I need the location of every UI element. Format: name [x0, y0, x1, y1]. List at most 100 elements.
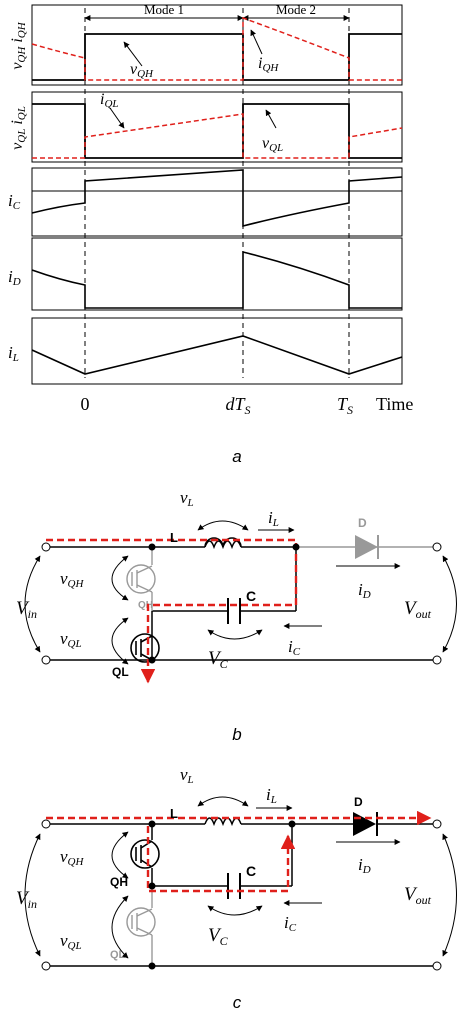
row1-axis-label: vQH iQH — [9, 21, 28, 69]
id-b-label: iD — [358, 580, 371, 601]
circuit-b-current-path — [46, 538, 298, 684]
vql-trace — [32, 103, 402, 159]
qh-c-label: QH — [110, 875, 128, 889]
node-c-2 — [288, 820, 296, 828]
vin-c-terminal-top — [41, 819, 51, 829]
row4-axis-label: iD — [8, 267, 21, 288]
ql-c-transistor-icon — [126, 886, 156, 966]
inductor-b-label: L — [170, 530, 178, 545]
mode2-label: Mode 2 — [276, 2, 316, 17]
row-ic: iC — [8, 167, 403, 237]
vin-c-arrow — [24, 833, 41, 957]
vout-b-terminal-top — [432, 542, 442, 552]
iql-label: iQL — [100, 91, 119, 110]
tick-dts: dTS — [225, 394, 250, 417]
ql-c-label: QL — [110, 949, 126, 961]
node-b-2 — [292, 543, 300, 551]
qh-b-label: QH — [138, 600, 153, 611]
capacitor-b-label: C — [246, 588, 256, 604]
iql-trace — [32, 113, 403, 159]
vout-c-arrow — [442, 833, 457, 957]
vin-b-label: Vin — [16, 598, 37, 621]
row5-frame — [31, 317, 403, 385]
qh-c-transistor-icon — [130, 839, 160, 869]
circuit-c-panel: D QH QL L — [16, 765, 457, 1012]
vout-b-terminal-bottom — [432, 655, 442, 665]
ql-b-transistor-icon — [130, 633, 160, 663]
vc-b-arrow — [207, 629, 263, 640]
ic-b-label: iC — [288, 637, 301, 658]
row-vqh-iqh: vQH iQH vQH iQH — [9, 4, 403, 86]
vl-b-label: vL — [180, 488, 194, 509]
ql-b-label: QL — [112, 665, 129, 679]
node-c-1 — [148, 820, 156, 828]
row2-axis-label: vQL iQL — [9, 106, 28, 150]
id-trace — [31, 250, 402, 309]
vqh-label: vQH — [130, 61, 154, 80]
row5-axis-label: iL — [8, 343, 19, 364]
vql-pointer — [265, 109, 277, 129]
node-b-1 — [148, 543, 156, 551]
il-b-label: iL — [268, 508, 279, 529]
circuit-c-cap-current-path — [146, 826, 296, 893]
vout-b-arrow — [442, 555, 457, 653]
diode-c-label: D — [354, 795, 363, 809]
diode-b-label: D — [358, 516, 367, 530]
vqh-pointer — [123, 41, 143, 67]
tick-zero: 0 — [81, 394, 90, 414]
vqh-c-label: vQH — [60, 847, 84, 868]
tick-ts: TS — [337, 394, 353, 417]
vout-c-label: Vout — [404, 884, 432, 907]
vin-c-terminal-bottom — [41, 961, 51, 971]
vl-c-arrow — [197, 796, 249, 807]
node-b-3 — [148, 656, 156, 664]
capacitor-c-label: C — [246, 863, 256, 879]
panel-a-caption: a — [232, 447, 241, 466]
vl-b-arrow — [197, 520, 249, 531]
vout-c-terminal-top — [432, 819, 442, 829]
id-c-label: iD — [358, 855, 371, 876]
row-vql-iql: iQL vQL vQL iQL — [9, 91, 403, 163]
vout-b-label: Vout — [404, 598, 432, 621]
vql-b-arrow — [111, 617, 129, 665]
panel-c-caption: c — [233, 993, 242, 1012]
row3-axis-label: iC — [8, 191, 21, 212]
vin-b-terminal-bottom — [41, 655, 51, 665]
vc-b-label: VC — [208, 648, 229, 671]
row3-frame — [31, 167, 403, 237]
vqh-trace — [32, 33, 402, 81]
panel-b-caption: b — [232, 725, 241, 744]
iqh-trace — [31, 16, 402, 81]
node-c-3 — [148, 882, 156, 890]
row-il: iL — [8, 317, 403, 385]
ic-trace — [31, 169, 403, 228]
vc-c-label: VC — [208, 925, 229, 948]
inductor-c-label: L — [170, 806, 178, 821]
mode1-label: Mode 1 — [144, 2, 184, 17]
circuit-b-wires — [46, 537, 437, 661]
row4-frame — [31, 237, 403, 311]
row2-frame — [31, 91, 403, 163]
vin-b-terminal-top — [41, 542, 51, 552]
vc-c-arrow — [207, 905, 263, 916]
vin-c-label: Vin — [16, 888, 37, 911]
vl-c-label: vL — [180, 765, 194, 786]
il-trace — [31, 335, 403, 375]
time-axis-label: Time — [376, 394, 413, 414]
vin-b-arrow — [24, 555, 41, 653]
vqh-c-arrow — [111, 831, 129, 879]
diode-b-icon — [355, 535, 378, 559]
node-c-4 — [148, 962, 156, 970]
iql-pointer — [109, 107, 125, 129]
vql-c-arrow — [111, 895, 129, 959]
row-id: iD — [8, 237, 403, 311]
circuit-b-panel: D QH QL L — [16, 488, 457, 744]
vqh-b-arrow — [111, 555, 129, 601]
row1-frame — [31, 4, 403, 86]
vql-label: vQL — [262, 135, 283, 154]
ic-c-label: iC — [284, 913, 297, 934]
diode-c-icon — [353, 812, 376, 836]
vqh-b-label: vQH — [60, 569, 84, 590]
waveform-panel: Mode 1 Mode 2 vQH iQH vQH iQH iQL vQL vQ… — [8, 2, 413, 466]
